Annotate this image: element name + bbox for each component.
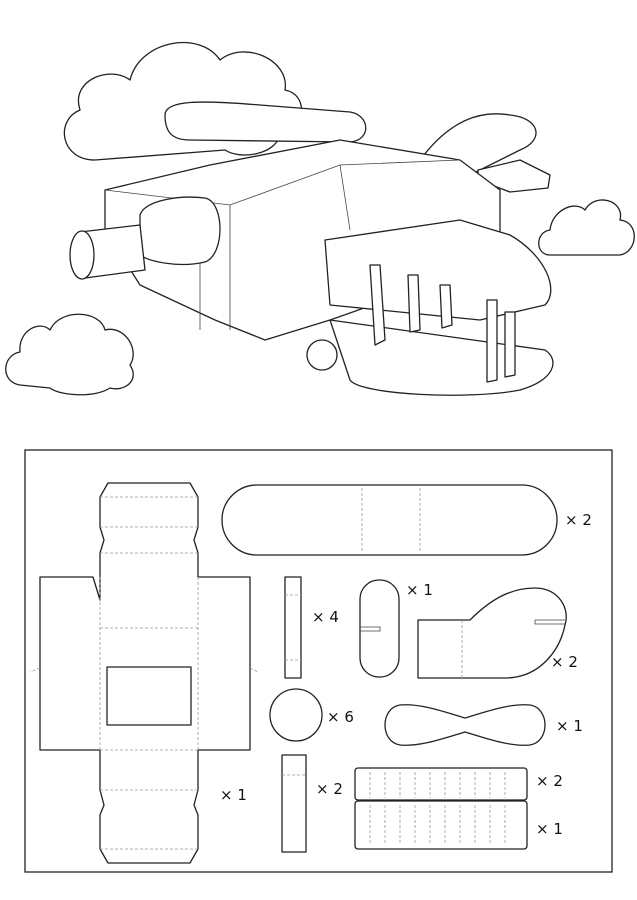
- tail-wing-piece: [417, 587, 567, 679]
- wing-quantity: × 2: [565, 511, 592, 529]
- engine-strip-b: [354, 800, 528, 850]
- wheel-piece: [269, 688, 323, 742]
- propeller-quantity: × 1: [556, 717, 583, 735]
- body-box-net: [29, 482, 259, 864]
- cloud-right: [538, 199, 635, 256]
- template-frame: [24, 449, 613, 873]
- engine-strip-b-quantity: × 1: [536, 820, 563, 838]
- wing-piece: [221, 484, 558, 556]
- strut-quantity: × 4: [312, 608, 339, 626]
- cloud-bottom-left: [5, 313, 134, 396]
- cloud-top-left: [63, 41, 302, 161]
- body-box-quantity: × 1: [220, 786, 247, 804]
- axle-quantity: × 2: [316, 780, 343, 798]
- axle-piece: [281, 754, 307, 853]
- tail-fin-small-piece: [359, 579, 400, 678]
- engine-strip-a-quantity: × 2: [536, 772, 563, 790]
- propeller-piece: [384, 704, 546, 746]
- engine-strip-a: [354, 767, 528, 801]
- airplane-illustration: [5, 41, 635, 396]
- wheel-quantity: × 6: [327, 708, 354, 726]
- airplane: [69, 101, 554, 396]
- strut-piece: [284, 576, 302, 679]
- tail-fin-small-quantity: × 1: [406, 581, 433, 599]
- tail-wing-quantity: × 2: [551, 653, 578, 671]
